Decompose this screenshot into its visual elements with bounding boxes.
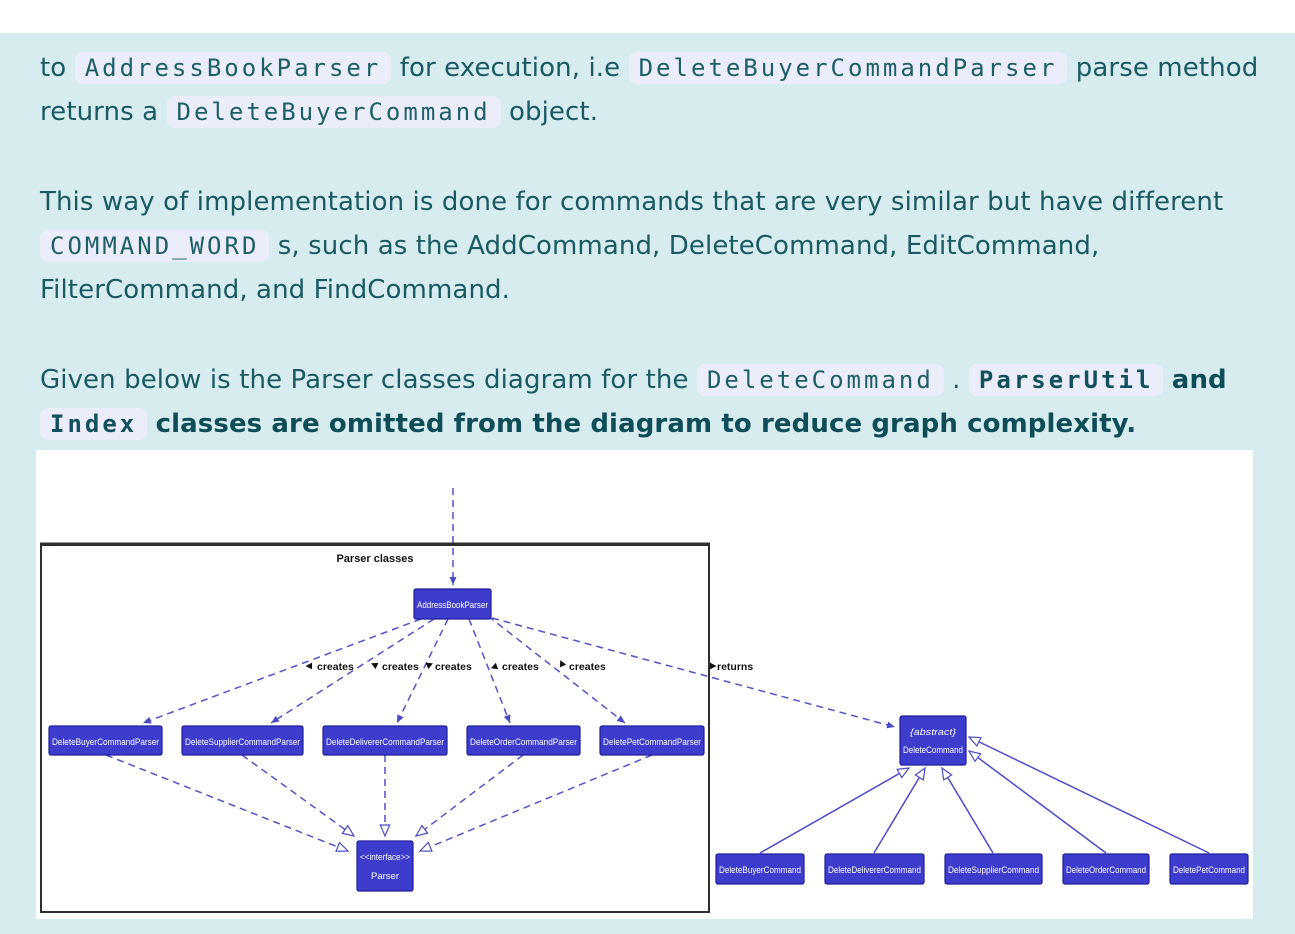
node-stereotype: {abstract} [910,727,957,738]
returns-label: returns [717,661,753,673]
body-text: object. [509,97,599,127]
uml-node-parser-interface: <<interface>> Parser [356,840,414,892]
direction-triangle-icon [490,662,499,670]
doc-content: to AddressBookParser for execution, i.e … [0,33,1295,934]
node-label: DeleteSupplierCommand [948,865,1039,876]
uml-node-deletesuppliercommand: DeleteSupplierCommand [944,853,1043,885]
edge-creates-order [468,618,511,724]
direction-triangle-icon [559,660,567,668]
creates-label: creates [382,661,419,673]
body-text-bold: classes are omitted from the diagram to … [155,409,1137,439]
node-label: DeletePetCommandParser [603,737,701,748]
edge-creates-buyer [142,618,422,724]
body-text: This way of implementation is done for c… [40,187,1224,217]
direction-triangle-icon [710,662,717,670]
uml-node-deletepetcommand: DeletePetCommand [1169,853,1249,885]
edge-implements-order [416,754,524,836]
creates-edges [142,615,626,724]
body-text: parse method returns a [40,53,1259,127]
frame-title: Parser classes [336,553,413,565]
edge-extends-order [969,751,1107,854]
paragraph-implementation: This way of implementation is done for c… [40,180,1264,312]
edge-extends-pet [969,736,1210,854]
edge-creates-pet [487,615,626,724]
body-text: for execution, i.e [399,53,621,83]
creates-label: creates [569,661,606,673]
inline-code-parserutil: ParserUtil [968,364,1164,396]
uml-node-deletepetcommandparser: DeletePetCommandParser [599,725,705,756]
uml-node-deletedeliverercommandparser: DeleteDelivererCommandParser [322,725,448,756]
edge-extends-buyer [759,768,909,854]
inline-code-command-word: COMMAND_WORD [40,230,270,262]
uml-node-deleteordercommandparser: DeleteOrderCommandParser [466,725,581,756]
node-label: DeleteBuyerCommandParser [52,737,159,748]
node-label: DeleteDelivererCommandParser [326,737,444,748]
direction-triangle-icon [371,662,379,670]
node-label: AddressBookParser [417,600,488,611]
direction-triangle-icon [305,662,312,670]
edge-returns-deletecommand [491,617,896,729]
inline-code-deletebuyercommand: DeleteBuyerCommand [166,96,501,128]
node-label: DeleteOrderCommandParser [470,737,577,748]
page-top-strip [0,0,1295,33]
body-text: . [952,365,961,395]
uml-diagram-panel: Parser classes creates creates creates [36,450,1253,919]
creates-label: creates [435,661,472,673]
class-diagram: Parser classes creates creates creates [40,488,1249,913]
edge-implements-supplier [241,754,354,836]
frame-parser-classes: Parser classes [40,542,710,913]
edge-labels: creates creates creates creates creates … [305,660,753,673]
node-label: DeleteCommand [903,745,963,756]
uml-node-deletesuppliercommandparser: DeleteSupplierCommandParser [181,725,304,756]
edge-creates-supplier [270,618,435,724]
inline-code-deletebuyercommandparser: DeleteBuyerCommandParser [628,52,1068,84]
uml-node-deletedeliverercommand: DeleteDelivererCommand [824,853,925,885]
inline-code-addressbookparser: AddressBookParser [74,52,392,84]
body-text: Given below is the Parser classes diagra… [40,365,689,395]
edge-implements-buyer [105,754,348,851]
paragraph-execution: to AddressBookParser for execution, i.e … [40,46,1264,134]
inline-code-index: Index [40,408,148,440]
body-text-bold: and [1171,365,1227,395]
body-text: to [40,53,67,83]
creates-label: creates [502,661,539,673]
edge-extends-supplier [942,768,994,854]
uml-node-deletebuyercommand: DeleteBuyerCommand [715,853,805,885]
node-label: DeleteBuyerCommand [719,865,801,876]
inheritance-edges [759,736,1210,854]
node-label: DeleteOrderCommand [1066,865,1146,876]
inline-code-deletecommand: DeleteCommand [696,364,944,396]
edge-extends-deliverer [873,768,925,854]
body-text: s, such as the AddCommand, DeleteCommand… [40,231,1100,305]
uml-node-deletebuyercommandparser: DeleteBuyerCommandParser [48,725,163,756]
node-label: Parser [371,871,399,882]
uml-node-deletecommand-abstract: {abstract} DeleteCommand [899,715,967,766]
creates-label: creates [317,661,354,673]
node-stereotype: <<interface>> [360,852,410,863]
uml-node-deleteordercommand: DeleteOrderCommand [1062,853,1150,885]
paragraph-diagram-intro: Given below is the Parser classes diagra… [40,358,1264,446]
uml-node-addressbookparser: AddressBookParser [413,588,492,620]
node-label: DeletePetCommand [1173,865,1245,876]
direction-triangle-icon [425,662,433,670]
node-label: DeleteSupplierCommandParser [185,737,300,748]
edge-creates-deliverer [396,618,449,724]
edge-implements-pet [420,754,653,851]
node-label: DeleteDelivererCommand [828,865,921,876]
implements-edges [105,754,653,851]
